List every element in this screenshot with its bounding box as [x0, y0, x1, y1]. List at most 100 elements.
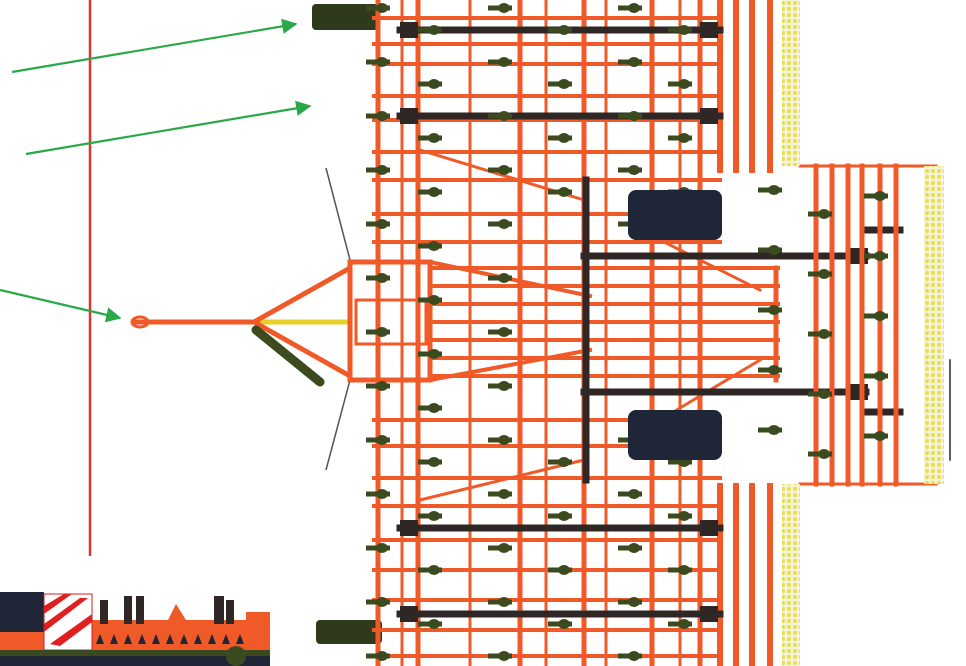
tine-shank [498, 327, 510, 337]
tine-shank [498, 273, 510, 283]
profile-tine [124, 634, 132, 644]
arrow-to-transport-wheel [11, 18, 298, 74]
transport-wheel-bottom [316, 620, 382, 644]
profile-tine [166, 634, 174, 644]
profile-tine [138, 634, 146, 644]
tine-shank [678, 79, 690, 89]
profile-tine [236, 634, 244, 644]
tine-shank [628, 489, 640, 499]
packer-roller [782, 0, 800, 166]
tine-shank [376, 435, 388, 445]
tine-shank [628, 543, 640, 553]
tine-shank [768, 185, 780, 195]
tine-shank [428, 565, 440, 575]
tine-shank [678, 25, 690, 35]
center-wheel-upper [628, 190, 722, 240]
tine-shank [558, 79, 570, 89]
hitch-inner-box [354, 298, 428, 346]
tine-shank [428, 457, 440, 467]
tine-shank [498, 111, 510, 121]
tine-shank [558, 565, 570, 575]
beam-bracket [400, 606, 418, 622]
tine-shank [498, 165, 510, 175]
tine-shank [874, 311, 886, 321]
tine-shank [376, 543, 388, 553]
callout-arrows [0, 18, 312, 323]
tine-shank [376, 57, 388, 67]
tine-shank [818, 449, 830, 459]
tine-shank [768, 365, 780, 375]
tine-shank [498, 651, 510, 661]
tine-shank [428, 295, 440, 305]
tine-shank [874, 431, 886, 441]
tine-shank [678, 619, 690, 629]
tine-shank [498, 597, 510, 607]
center-wheel-lower [628, 410, 722, 460]
tine-shank [498, 435, 510, 445]
tine-shank [628, 57, 640, 67]
tine-shank [428, 241, 440, 251]
tine-shank [678, 511, 690, 521]
beam-bracket [700, 520, 718, 536]
tine-shank [498, 489, 510, 499]
profile-tine [110, 634, 118, 644]
tine-shank [428, 619, 440, 629]
side-profile-view [0, 588, 270, 666]
tine-shank [558, 619, 570, 629]
tine-shank [498, 57, 510, 67]
tine-shank [498, 3, 510, 13]
tine-shank [376, 651, 388, 661]
tine-shank [818, 269, 830, 279]
tine-shank [428, 187, 440, 197]
diagonal-brace [657, 237, 763, 293]
profile-tine [152, 634, 160, 644]
diagonal-brace [418, 458, 586, 502]
main-frame [347, 0, 951, 666]
tine-shank [376, 273, 388, 283]
tine-shank [428, 133, 440, 143]
tine-shank [376, 327, 388, 337]
tine-shank [428, 403, 440, 413]
beam-bracket [400, 22, 418, 38]
tine-shank [558, 133, 570, 143]
arrow-to-hitch [0, 288, 122, 323]
profile-tine [208, 634, 216, 644]
tine-shank [558, 25, 570, 35]
tine-shank [558, 457, 570, 467]
packer-roller [782, 484, 800, 666]
tine-shank [376, 111, 388, 121]
profile-tine [96, 634, 104, 644]
tine-shank [818, 209, 830, 219]
tine-shank [428, 349, 440, 359]
profile-tine [180, 634, 188, 644]
tine-shank [428, 79, 440, 89]
transport-wheel-top [312, 4, 380, 30]
tine-shank [874, 251, 886, 261]
tine-shank [376, 3, 388, 13]
tine-shank [628, 597, 640, 607]
packer-roller [924, 166, 944, 484]
beam-bracket [700, 108, 718, 124]
tine-shank [768, 425, 780, 435]
tine-shank [678, 565, 690, 575]
tine-shank [498, 543, 510, 553]
beam-bracket [700, 22, 718, 38]
tine-shank [376, 219, 388, 229]
tine-shank [498, 381, 510, 391]
tine-shank [628, 111, 640, 121]
tine-shank [376, 381, 388, 391]
tine-shank [874, 191, 886, 201]
tine-shank [678, 133, 690, 143]
beam-bracket [400, 108, 418, 124]
profile-tine [194, 634, 202, 644]
tine-shank [376, 165, 388, 175]
tine-shank [428, 25, 440, 35]
tine-shank [376, 597, 388, 607]
tine-shank [628, 651, 640, 661]
tine-shank [428, 511, 440, 521]
tine-shank [768, 245, 780, 255]
tine-shank [768, 305, 780, 315]
beam-bracket [700, 606, 718, 622]
tine-shank [498, 219, 510, 229]
